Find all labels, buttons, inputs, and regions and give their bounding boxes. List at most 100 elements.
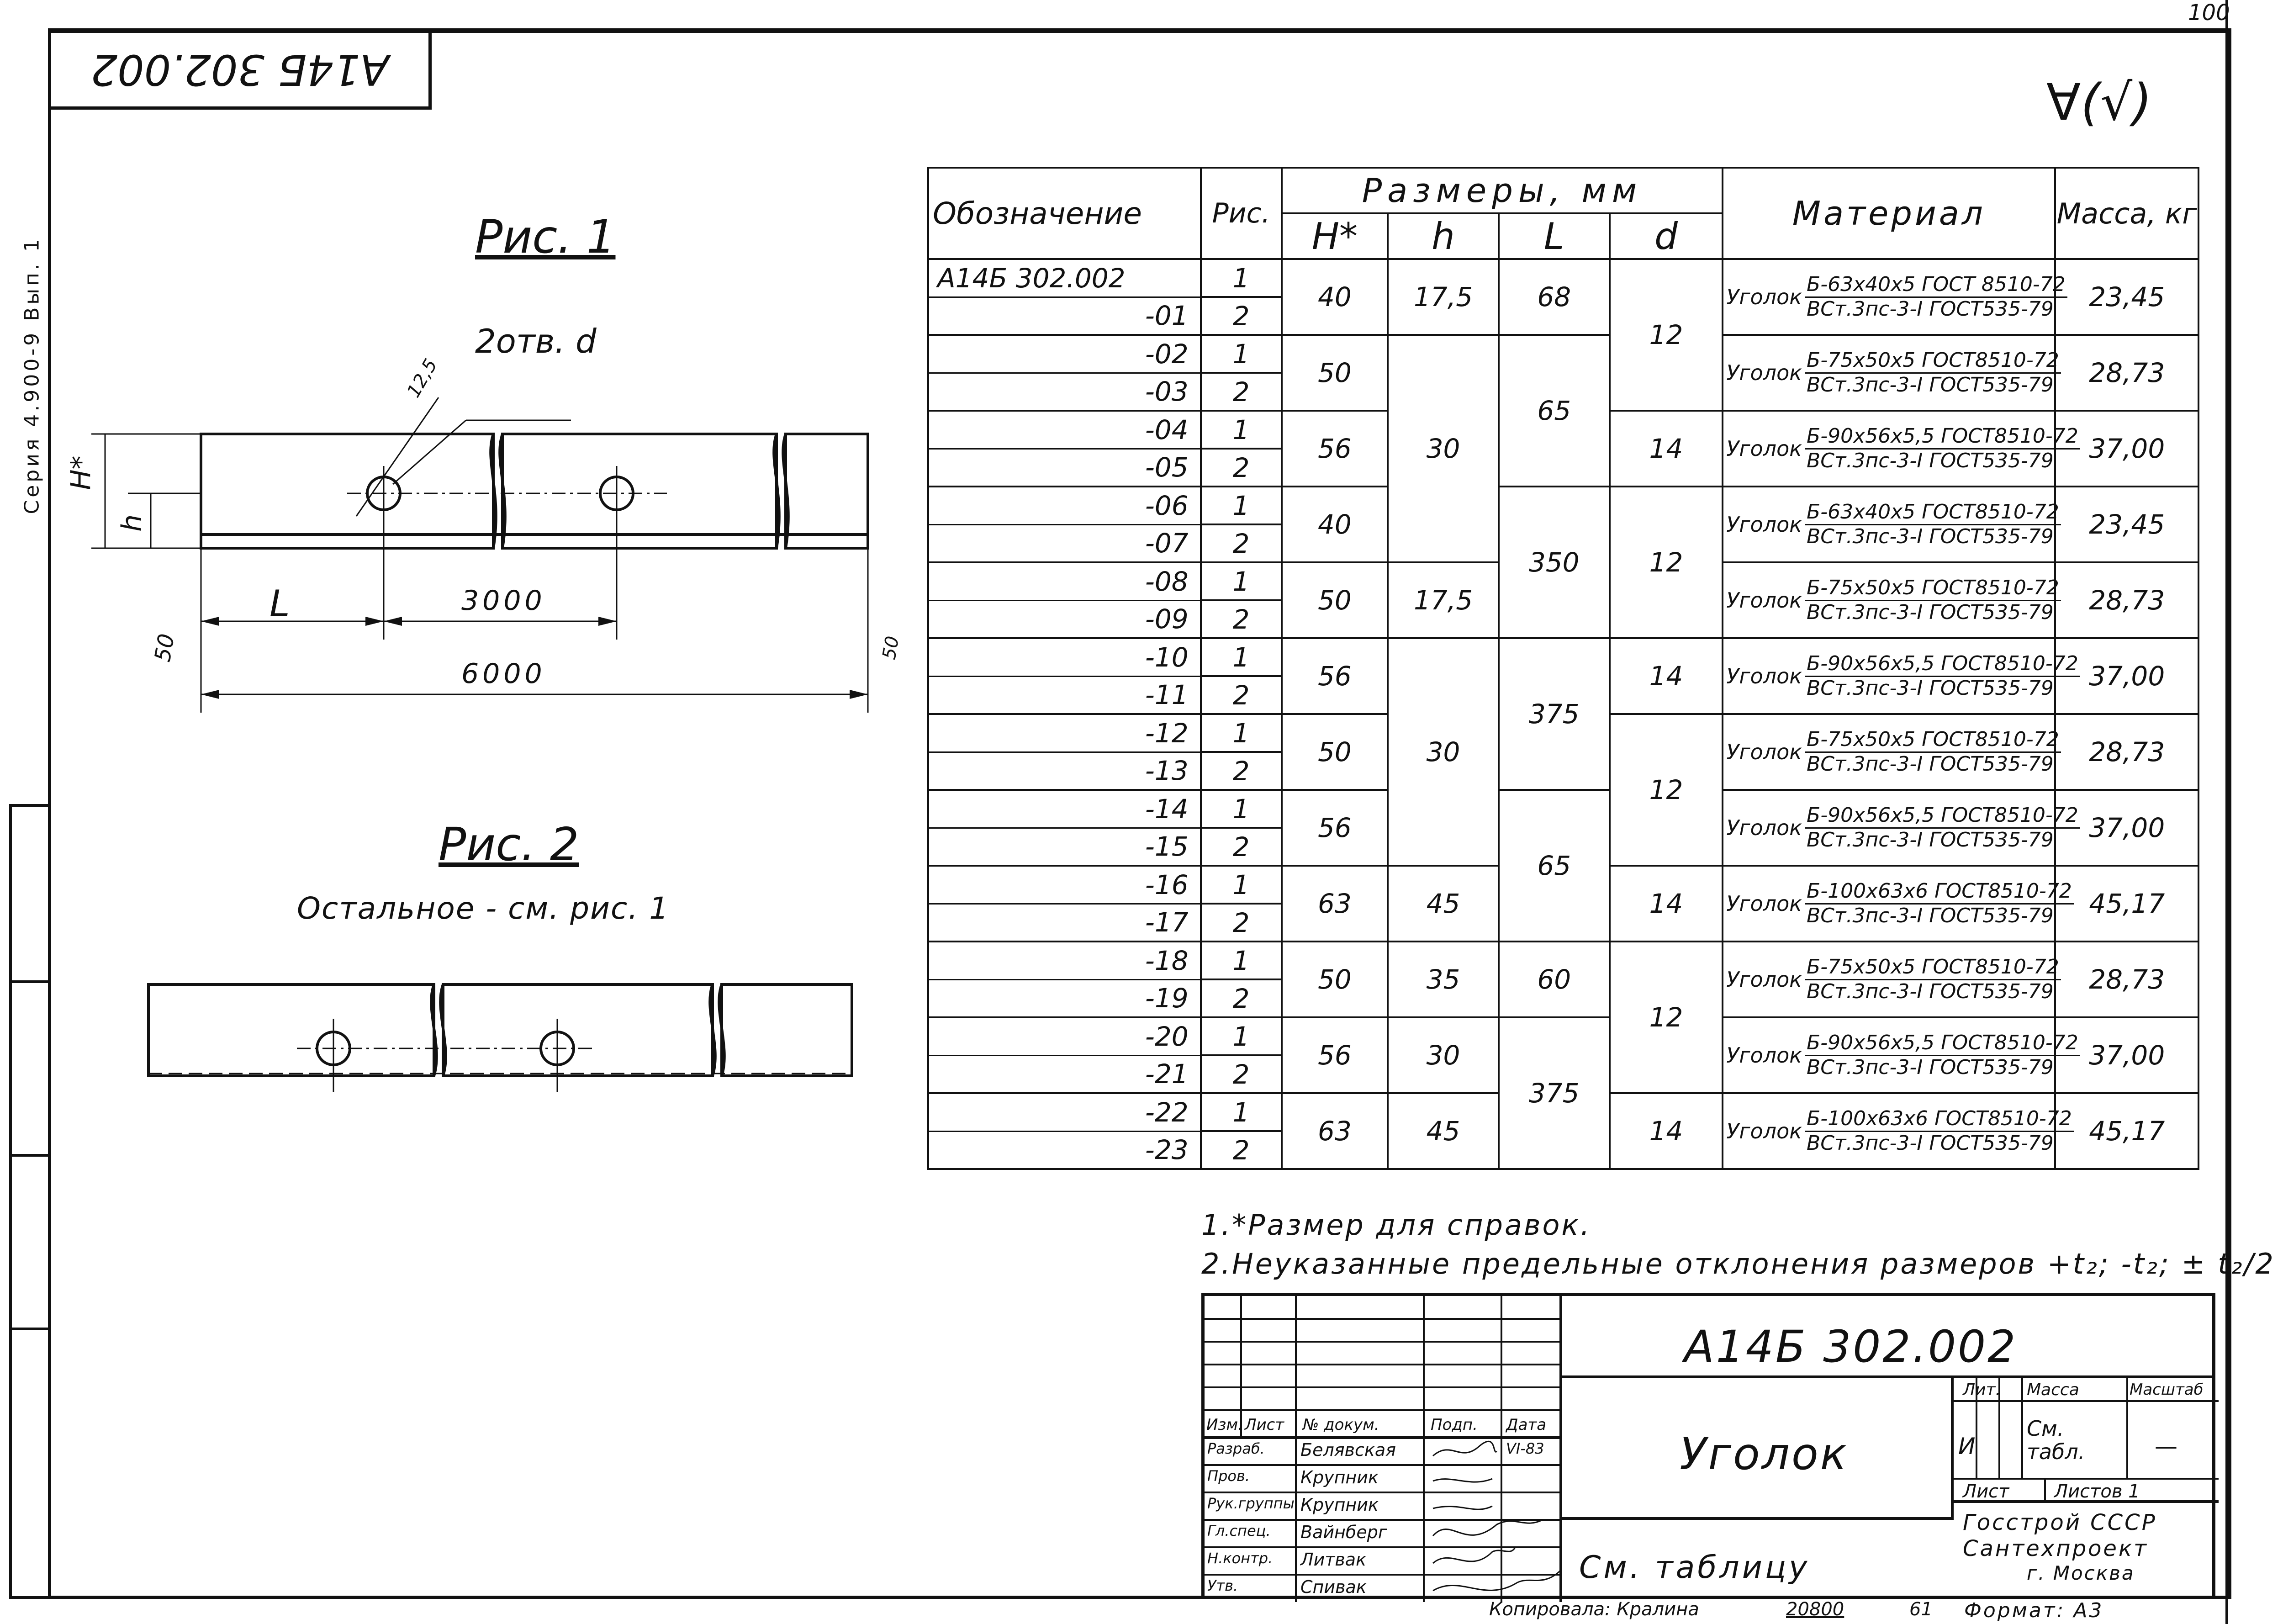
spec-table: Обозначение Рис. Размеры, мм Материал Ма… [927, 167, 2199, 1170]
material-steel: ВСт.3пс-3-I ГОСТ535-79 [1807, 752, 2054, 776]
fig1-title: Рис. 1 [475, 210, 616, 264]
tb-org-1: Госстрой СССР [1963, 1510, 2157, 1535]
cell-designation: -07 [927, 524, 1202, 563]
note-2: 2.Неуказанные предельные отклонения разм… [1201, 1247, 2275, 1280]
cell-designation: -20 [927, 1016, 1202, 1055]
cell-designation: -21 [927, 1054, 1202, 1094]
header-material: Материал [1722, 167, 2056, 260]
material-steel: ВСт.3пс-3-I ГОСТ535-79 [1807, 373, 2054, 397]
stamp-text: А14Б 302.002 [90, 45, 389, 94]
tb-col-izm: Изм. [1206, 1416, 1243, 1434]
material-profile: Б-75х50х5 ГОСТ8510-72 [1805, 728, 2061, 753]
cell-H: 56 [1280, 789, 1389, 867]
cell-mass: 37,00 [2054, 789, 2199, 867]
cell-fig: 1 [1200, 789, 1283, 829]
tb-scale-label: Масштаб [2130, 1381, 2204, 1399]
fig2-drawing [147, 983, 853, 1092]
material-profile: Б-90х56х5,5 ГОСТ8510-72 [1805, 1031, 2080, 1056]
cell-fig: 2 [1200, 1130, 1283, 1170]
cell-designation: -22 [927, 1092, 1202, 1131]
header-H: H* [1280, 212, 1389, 260]
tb-sheet-label: Лист [1963, 1481, 2009, 1502]
cell-designation: -23 [927, 1130, 1202, 1170]
note-1: 1.*Размер для справок. [1201, 1208, 1591, 1242]
material-steel: ВСт.3пс-3-I ГОСТ535-79 [1807, 524, 2054, 548]
tb-material-ref: См. таблицу [1579, 1550, 1810, 1586]
cell-fig: 1 [1200, 410, 1283, 450]
material-profile: Б-75х50х5 ГОСТ8510-72 [1805, 955, 2061, 980]
header-mass: Масса, кг [2054, 167, 2199, 260]
cell-d: 12 [1608, 941, 1724, 1094]
cell-designation: -08 [927, 561, 1202, 600]
material-steel: ВСт.3пс-3-I ГОСТ535-79 [1807, 1055, 2054, 1079]
cell-h: 45 [1387, 865, 1500, 942]
cell-fig: 1 [1200, 713, 1283, 753]
cell-fig: 1 [1200, 258, 1283, 298]
material-profile: Б-63х40х5 ГОСТ8510-72 [1805, 500, 2061, 525]
fig1-dim-h: h [116, 514, 148, 532]
cell-designation: -09 [927, 599, 1202, 639]
material-profile: Б-90х56х5,5 ГОСТ8510-72 [1805, 652, 2080, 677]
tb-role-name: Литвак [1300, 1550, 1367, 1570]
cell-fig: 2 [1200, 979, 1283, 1018]
tb-mass-value: См. табл. [2027, 1416, 2085, 1464]
page-edge-line [2225, 0, 2228, 1624]
tb-sheets-label: Листов 1 [2054, 1481, 2140, 1502]
tb-col-date: Дата [1506, 1416, 1547, 1434]
header-L: L [1497, 212, 1611, 260]
tb-col-doc: № докум. [1303, 1416, 1379, 1434]
material-steel: ВСт.3пс-3-I ГОСТ535-79 [1807, 297, 2054, 321]
cell-designation: -18 [927, 941, 1202, 979]
tb-role-name: Крупник [1300, 1467, 1379, 1487]
header-d: d [1608, 212, 1724, 260]
cell-d: 12 [1608, 258, 1724, 412]
material-word: Уголок [1726, 664, 1802, 688]
material-word: Уголок [1726, 1043, 1802, 1068]
top-line [48, 28, 2231, 30]
material-word: Уголок [1726, 967, 1802, 992]
cell-H: 50 [1280, 941, 1389, 1018]
cell-fig: 2 [1200, 296, 1283, 336]
material-word: Уголок [1726, 891, 1802, 916]
tb-role: Разраб. [1207, 1440, 1265, 1457]
material-word: Уголок [1726, 360, 1802, 385]
cell-H: 56 [1280, 637, 1389, 715]
cell-fig: 2 [1200, 751, 1283, 791]
cell-h: 30 [1387, 1016, 1500, 1094]
stamp-box: А14Б 302.002 [48, 30, 432, 110]
fig1-cut-left: 50 [149, 632, 180, 664]
cell-fig: 1 [1200, 1092, 1283, 1132]
cell-H: 56 [1280, 1016, 1389, 1094]
cell-mass: 28,73 [2054, 713, 2199, 791]
material-word: Уголок [1726, 512, 1802, 537]
drawing-frame [48, 30, 2231, 1599]
cell-H: 40 [1280, 486, 1389, 563]
cell-mass: 28,73 [2054, 561, 2199, 639]
tb-role-name: Вайнберг [1300, 1522, 1387, 1542]
cell-fig: 2 [1200, 903, 1283, 942]
material-steel: ВСт.3пс-3-I ГОСТ535-79 [1807, 449, 2054, 472]
